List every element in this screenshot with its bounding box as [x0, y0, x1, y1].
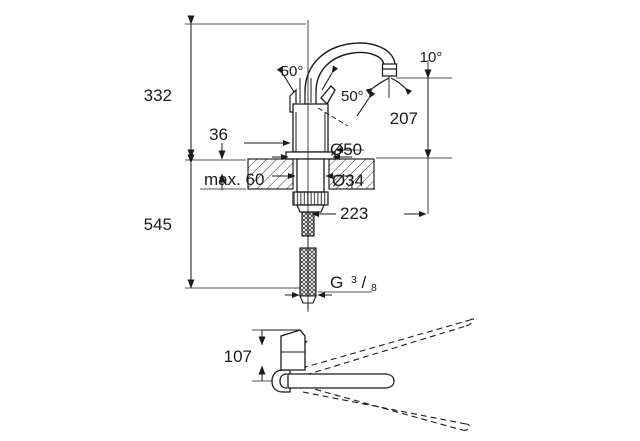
faucet-top-view: 107 — [224, 318, 475, 431]
dim-label-223: 223 — [340, 204, 368, 223]
left-dimension-chain — [185, 15, 306, 289]
dim-max60 — [200, 143, 246, 190]
lever-handle-plan — [280, 329, 306, 371]
dim-223 — [311, 60, 429, 217]
fixing-nut — [292, 191, 329, 206]
thread-numerator: 3 — [351, 274, 357, 286]
faucet-front-view — [247, 42, 398, 310]
dim-label-dia50: Ø50 — [330, 140, 362, 159]
handle-swing-annotations — [276, 65, 376, 127]
spout-plan-arm — [287, 373, 395, 389]
dim-207 — [376, 69, 452, 159]
top-view-body — [262, 329, 395, 393]
aerator-outlet — [381, 63, 398, 77]
spout-inner-arc — [315, 51, 385, 93]
dim-label-107: 107 — [224, 347, 252, 366]
dim-label-332: 332 — [144, 86, 172, 105]
swivel-upper-outline — [295, 319, 471, 379]
cartridge-housing — [292, 103, 329, 153]
dim-label-36: 36 — [209, 125, 228, 144]
angle-label-swing-left: 50° — [281, 63, 304, 80]
swivel-lower-outline — [295, 383, 467, 431]
thread-denominator: 8 — [371, 282, 377, 294]
angle-label-spout-tilt: 10° — [420, 49, 443, 66]
dim-label-thread: G 3 / 8 — [330, 268, 377, 294]
dim-label-207: 207 — [390, 109, 418, 128]
handle-lever — [320, 85, 336, 106]
angle-label-swing-right: 50° — [341, 88, 364, 105]
spout-outer-arc — [304, 42, 396, 93]
pivot-inner — [279, 373, 288, 389]
dim-dia34 — [272, 173, 375, 190]
spout-tilt-annotation — [365, 76, 413, 98]
base-flange — [285, 151, 336, 160]
mounting-shank — [296, 158, 325, 193]
dim-dia50 — [272, 147, 364, 160]
dim-label-dia34: Ø34 — [332, 171, 364, 190]
thread-prefix: G — [330, 273, 343, 292]
nut-taper — [296, 204, 325, 213]
pivot-hub — [271, 369, 291, 393]
dim-107 — [252, 329, 284, 382]
dim-label-max60: max. 60 — [204, 170, 264, 189]
dim-label-545: 545 — [144, 215, 172, 234]
countertop-right — [328, 158, 375, 190]
dim-thread — [285, 291, 372, 298]
